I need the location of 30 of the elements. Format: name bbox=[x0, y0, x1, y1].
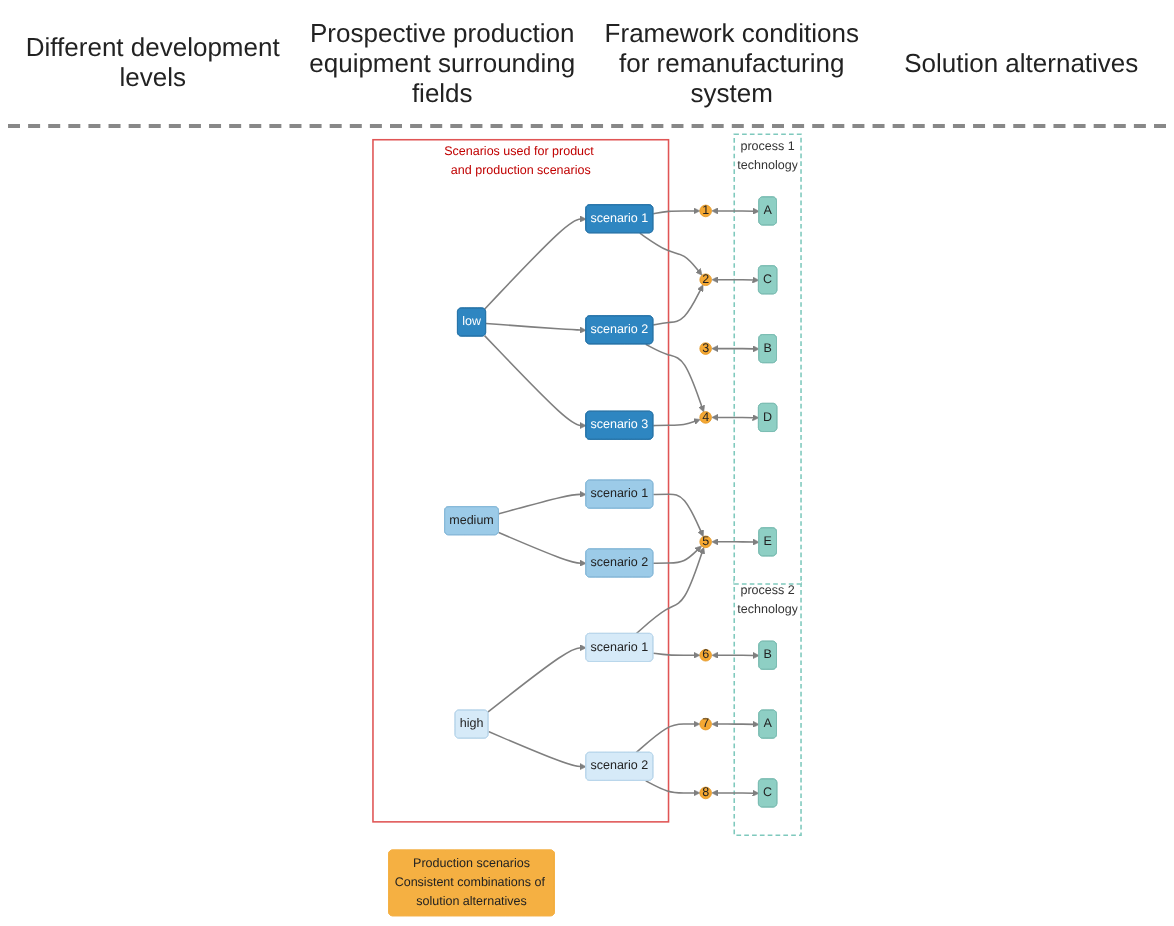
arrow bbox=[635, 547, 706, 635]
column-heading: Solution alternatives bbox=[902, 47, 1141, 77]
arrow bbox=[652, 207, 701, 215]
column-heading: Prospective production equipment surrounding fields bbox=[307, 17, 578, 107]
arrow bbox=[487, 644, 587, 713]
arrow bbox=[652, 284, 704, 326]
arrow bbox=[711, 276, 760, 284]
arrow bbox=[711, 414, 760, 422]
arrow bbox=[639, 232, 703, 276]
arrow bbox=[711, 538, 760, 546]
arrow bbox=[485, 322, 587, 334]
arrow bbox=[711, 720, 760, 728]
arrow bbox=[635, 720, 701, 754]
arrow bbox=[711, 651, 760, 659]
arrow bbox=[711, 207, 760, 215]
arrow bbox=[652, 418, 701, 427]
arrow bbox=[497, 531, 587, 567]
arrow bbox=[652, 545, 702, 565]
arrow bbox=[711, 789, 760, 797]
arrow bbox=[652, 493, 704, 537]
arrow bbox=[483, 334, 587, 429]
column-heading: Framework conditions for remanufacturing system bbox=[602, 17, 861, 107]
arrow bbox=[711, 345, 760, 353]
column-heading: Different development levels bbox=[23, 32, 282, 92]
arrow bbox=[645, 780, 701, 797]
arrow bbox=[652, 651, 701, 659]
arrow bbox=[498, 490, 587, 515]
arrow bbox=[483, 215, 587, 310]
arrow bbox=[487, 730, 587, 770]
arrow bbox=[645, 343, 705, 413]
